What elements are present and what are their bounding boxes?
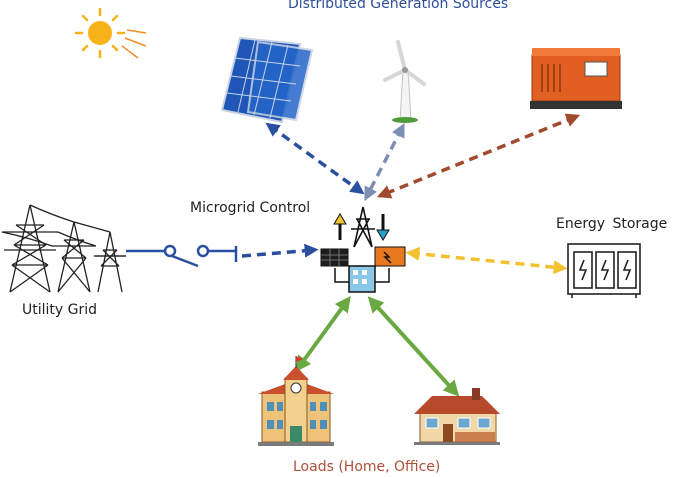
house-icon [414, 388, 500, 445]
grid-link-arrow [241, 243, 319, 258]
diesel-generator-icon [530, 48, 622, 109]
sun-icon [74, 7, 147, 59]
label-energy-storage: Energy Storage [556, 216, 668, 232]
load-link-arrow-office [367, 296, 460, 397]
label-microgrid-control: Microgrid Control [190, 200, 311, 216]
switch-icon [126, 244, 238, 268]
title-distributed-generation: Distributed Generation Sources [288, 0, 509, 12]
transmission-tower-icon [1, 204, 126, 293]
label-loads: Loads (Home, Office) [293, 459, 441, 475]
microgrid-controller-icon [320, 206, 406, 293]
label-utility-grid: Utility Grid [22, 302, 98, 318]
load-link-arrow-home [295, 295, 351, 373]
wind-link-arrow [364, 123, 405, 201]
solar-panel-icon [220, 36, 314, 124]
storage-link-arrow [405, 246, 568, 275]
school-building-icon [258, 356, 334, 446]
generator-link-arrow [376, 113, 581, 199]
battery-storage-icon [567, 243, 641, 298]
wind-turbine-icon [383, 40, 426, 123]
solar-link-arrow [265, 122, 365, 195]
